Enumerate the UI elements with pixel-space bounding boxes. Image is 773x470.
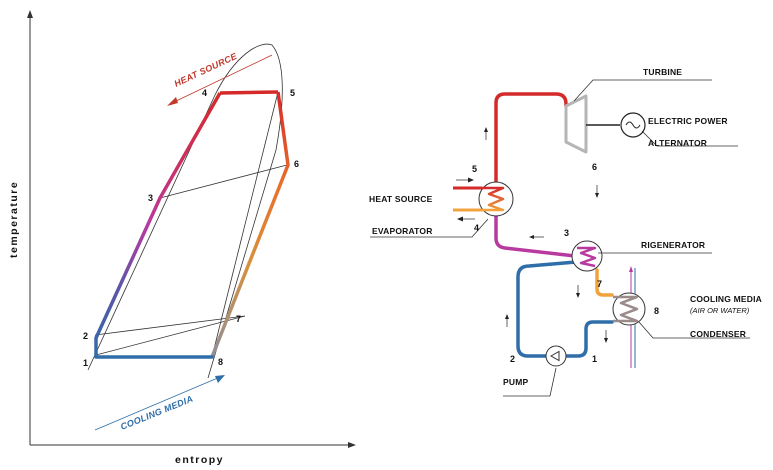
ts-diagram: 1 2 3 4 5 6 7 8 HEAT SOURCE COOLING MEDI… bbox=[8, 10, 356, 466]
flow-arrows bbox=[484, 127, 608, 343]
pipe-regenerator-to-evaporator bbox=[494, 214, 577, 258]
ts-cooling-media-label: COOLING MEDIA bbox=[119, 394, 195, 432]
cooling-media-arrow-icon bbox=[215, 375, 225, 383]
pipe-evaporator-to-turbine bbox=[494, 92, 568, 184]
ts-cycle bbox=[94, 90, 290, 359]
x-axis-arrow-icon bbox=[348, 442, 356, 448]
flow-arrow-down-icon bbox=[576, 293, 580, 298]
ts-guide-lines bbox=[94, 91, 288, 358]
x-axis-label: entropy bbox=[175, 454, 224, 466]
label-pump: PUMP bbox=[503, 377, 528, 387]
ts-point-4: 4 bbox=[202, 88, 207, 98]
label-cooling-media: COOLING MEDIA bbox=[690, 294, 762, 304]
schematic-point-6: 6 bbox=[592, 162, 597, 172]
flow-arrow-up-icon bbox=[484, 127, 488, 132]
schematic-point-2: 2 bbox=[510, 354, 515, 364]
ts-axes bbox=[27, 10, 356, 448]
schematic-point-7: 7 bbox=[597, 279, 602, 289]
ts-point-labels: 1 2 3 4 5 6 7 8 bbox=[83, 88, 299, 368]
label-alternator: ALTERNATOR bbox=[648, 138, 707, 148]
ts-point-6: 6 bbox=[294, 159, 299, 169]
coil-icon bbox=[613, 295, 639, 323]
ts-point-1: 1 bbox=[83, 358, 88, 368]
turbine bbox=[564, 94, 620, 154]
pump bbox=[545, 345, 567, 367]
label-heat-source: HEAT SOURCE bbox=[369, 194, 433, 204]
ts-point-3: 3 bbox=[148, 193, 153, 203]
pipe-condenser-to-pump bbox=[564, 320, 614, 358]
label-rigenerator: RIGENERATOR bbox=[641, 240, 705, 250]
schematic-point-3: 3 bbox=[564, 228, 569, 238]
alternator bbox=[620, 112, 646, 138]
ts-cycle-left-leg bbox=[94, 92, 222, 357]
regenerator bbox=[571, 240, 603, 272]
pipe-regenerator-to-condenser bbox=[595, 268, 614, 297]
pipe-pump-to-regenerator bbox=[516, 260, 578, 358]
schematic-point-5: 5 bbox=[472, 164, 477, 174]
label-evaporator: EVAPORATOR bbox=[372, 226, 433, 236]
schematic-point-1: 1 bbox=[592, 354, 597, 364]
schematic-labels: TURBINE ELECTRIC POWER ALTERNATOR HEAT S… bbox=[369, 67, 762, 387]
coil-icon bbox=[577, 246, 597, 268]
orc-schematic: TURBINE ELECTRIC POWER ALTERNATOR HEAT S… bbox=[369, 67, 762, 397]
ts-heat-source-annotation: HEAT SOURCE bbox=[167, 51, 273, 106]
ts-cooling-media-annotation: COOLING MEDIA bbox=[94, 375, 225, 432]
ts-cycle-top-leg bbox=[219, 90, 279, 95]
ts-point-8: 8 bbox=[218, 357, 223, 367]
y-axis-arrow-icon bbox=[27, 10, 33, 18]
coil-icon bbox=[480, 186, 505, 212]
label-electric-power: ELECTRIC POWER bbox=[648, 116, 728, 126]
flow-arrow-left-icon bbox=[529, 235, 534, 239]
heat-in-arrow-icon bbox=[468, 177, 474, 183]
ts-cycle-right-leg bbox=[210, 91, 290, 358]
condenser bbox=[612, 292, 646, 326]
ts-point-2: 2 bbox=[83, 331, 88, 341]
ts-heat-source-label: HEAT SOURCE bbox=[173, 51, 240, 89]
flow-arrow-down-icon bbox=[595, 193, 599, 198]
leader-lines bbox=[370, 79, 750, 397]
schematic-pipes bbox=[494, 92, 614, 358]
ts-point-5: 5 bbox=[290, 88, 295, 98]
label-condenser: CONDENSER bbox=[690, 329, 746, 339]
sine-wave-icon bbox=[625, 121, 641, 129]
ts-point-7: 7 bbox=[236, 314, 241, 324]
schematic-point-4: 4 bbox=[474, 223, 479, 233]
flow-arrow-up-icon bbox=[505, 314, 509, 319]
evaporator bbox=[478, 181, 514, 217]
schematic-point-labels: 5 4 3 6 7 8 2 1 bbox=[472, 162, 659, 364]
y-axis-label: temperature bbox=[8, 181, 20, 258]
heat-out-arrow-icon bbox=[457, 216, 463, 222]
heat-source-connections bbox=[453, 177, 482, 222]
heat-source-arrow-icon bbox=[167, 97, 178, 106]
cooling-out-arrow-icon bbox=[629, 266, 633, 272]
pump-triangle-icon bbox=[549, 350, 560, 362]
label-turbine: TURBINE bbox=[643, 67, 682, 77]
flow-arrow-down-icon bbox=[604, 338, 608, 343]
schematic-point-8: 8 bbox=[654, 306, 659, 316]
label-cooling-media-sub: (AIR OR WATER) bbox=[690, 306, 750, 315]
